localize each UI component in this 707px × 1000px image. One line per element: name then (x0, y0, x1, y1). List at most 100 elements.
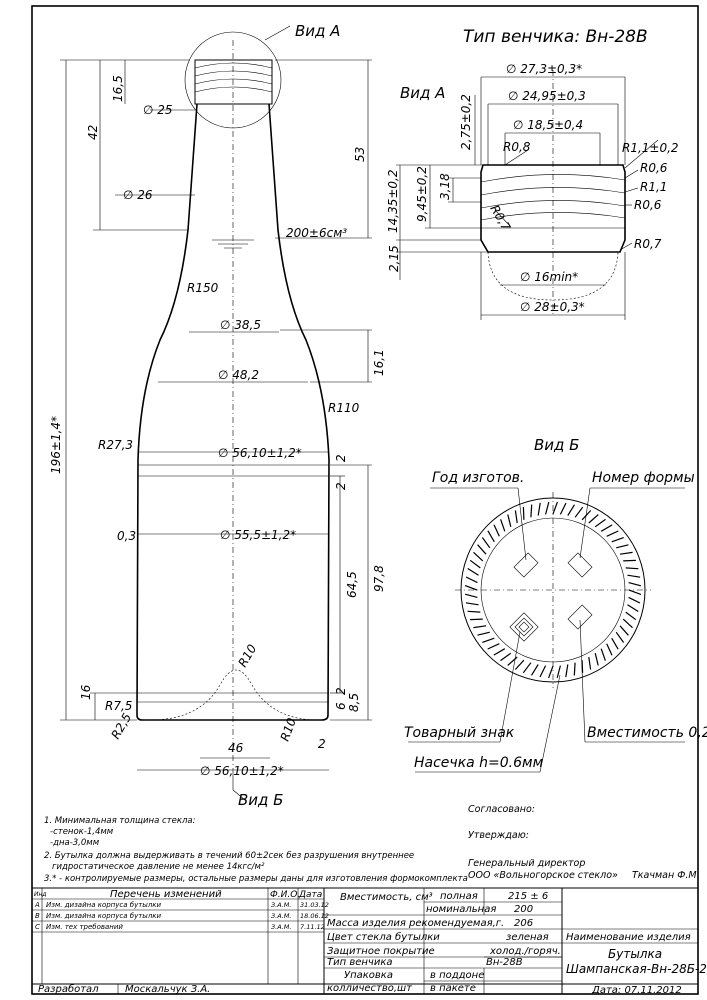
knurl-mark (507, 656, 518, 666)
finish-type-title: Тип венчика: Вн-28В (463, 27, 648, 47)
knurl-mark (606, 643, 613, 656)
knurl-mark (619, 551, 633, 555)
knurl-mark (594, 518, 606, 528)
changes-header-index: Инд (34, 891, 47, 898)
approved-label: Утверждаю: (468, 830, 529, 841)
full-label: полная (440, 891, 478, 902)
dim-d25: ∅ 25 (143, 103, 173, 117)
mold-number-callout: Номер формы (592, 470, 695, 486)
knurl-mark (500, 652, 512, 662)
knurl-mark (622, 618, 633, 629)
dim-d28: ∅ 28±0,3* (520, 300, 585, 314)
changes-header-date: Дата (298, 890, 322, 900)
coating-label: Защитное покрытие (327, 946, 435, 957)
knurl-mark (537, 502, 541, 516)
knurl-mark (477, 631, 490, 636)
trademark-callout: Товарный знак (404, 725, 515, 741)
knurl-mark (469, 559, 481, 569)
knurl-mark (588, 656, 592, 670)
full-value: 215 ± 6 (508, 891, 548, 902)
dim-r2-5: R2,5 (108, 711, 134, 742)
title-block-lines (32, 887, 698, 994)
dim-h2-75: 2,75±0,2 (459, 94, 473, 150)
knurl-mark (600, 648, 606, 661)
dim-h14-35: 14,35±0,2 (386, 170, 400, 234)
knurl-mark (567, 504, 576, 516)
knurl-mark (611, 637, 619, 650)
knurl-mark (477, 544, 487, 555)
note-1b: -дна-3,0мм (50, 838, 100, 848)
dim-h6: 6 (334, 702, 348, 710)
change-c-index: C (35, 923, 40, 931)
dim-r150: R150 (187, 281, 219, 295)
mass-value: 206 (514, 918, 533, 929)
dim-d18-5: ∅ 18,5±0,4 (513, 118, 583, 132)
change-b-text: Изм. дизайна корпуса бутылки (46, 912, 162, 920)
knurl-mark (616, 544, 629, 549)
knurl-mark (628, 596, 641, 604)
dim-h8-5: 8,5 (347, 693, 361, 712)
knurl-mark (507, 514, 512, 527)
bottle-drawing (60, 25, 372, 801)
knurl-mark (625, 611, 637, 621)
change-c-text: Изм. тех требований (46, 923, 123, 931)
mass-label: Масса изделия рекомендуемая,г. (327, 918, 504, 929)
knurl-mark (581, 660, 584, 673)
change-b-date: 18.06.12 (300, 912, 329, 920)
knurl-mark (530, 504, 533, 518)
changes-header-list: Перечень изменений (110, 889, 222, 900)
dim-h3-18: 3,18 (438, 173, 452, 200)
knurl-mark (514, 510, 518, 524)
knurl-mark (573, 662, 576, 676)
knurl-mark (611, 537, 624, 543)
developer-name: Москальчук З.А. (125, 984, 210, 995)
change-b-name: З.А.М. (271, 912, 291, 920)
knurl-mark (473, 625, 487, 629)
knurl-mark (467, 610, 481, 613)
dim-h9-45: 9,45±0,2 (415, 166, 429, 222)
agreed-label: Согласовано: (468, 804, 535, 815)
knurl-mark (464, 585, 478, 591)
dim-d48-2: ∅ 48,2 (218, 368, 259, 382)
dim-h2b: 2 (334, 482, 348, 490)
knurl-mark (467, 567, 479, 576)
knurl-callout: Насечка h=0.6мм (414, 755, 544, 771)
date-label: Дата: 07.11.2012 (591, 985, 682, 996)
package-label: в пакете (430, 983, 476, 994)
dim-h2c: 2 (334, 687, 348, 695)
view-b-bottom-label: Вид Б (238, 791, 283, 809)
knurl-mark (493, 648, 506, 656)
knurl-mark (619, 625, 629, 636)
director-label: Генеральный директор (468, 858, 585, 869)
view-a-detail-label: Вид А (400, 84, 445, 102)
nominal-label: номинальная (426, 904, 496, 915)
knurl-mark (465, 576, 478, 584)
knurl-mark (522, 507, 525, 520)
change-a-index: A (34, 901, 40, 909)
changes-header-name: Ф.И.О. (270, 890, 300, 900)
view-a-label: Вид А (295, 22, 340, 40)
note-1a: -стенок-1,4мм (50, 827, 114, 837)
knurl-mark (574, 506, 584, 518)
dim-r0-8: R0,8 (503, 140, 531, 154)
capacity-callout: Вместимость 0,2L (587, 725, 707, 741)
change-c-name: З.А.М. (271, 923, 291, 931)
knurl-mark (530, 664, 539, 676)
knurl-mark (627, 604, 639, 613)
knurl-mark (487, 530, 495, 543)
knurl-mark (606, 530, 619, 537)
knurl-mark (627, 574, 641, 578)
product-name-line2: Шампанская-Вн-28Б-200 (566, 962, 707, 976)
capacity-label: Вместимость, см³ (340, 892, 433, 903)
change-c-date: 7.11.12 (300, 923, 325, 931)
knurl-mark (594, 653, 599, 666)
knurl-mark (600, 524, 613, 532)
pallet-label: в поддоне (430, 970, 484, 981)
knurl-mark (623, 559, 636, 562)
color-label: Цвет стекла бутылки (327, 931, 440, 943)
dim-d27-3: ∅ 27,3±0,3* (506, 62, 582, 76)
knurl-mark (588, 514, 599, 524)
product-name-line1: Бутылка (608, 947, 662, 961)
dim-h64-5: 64,5 (345, 571, 359, 598)
